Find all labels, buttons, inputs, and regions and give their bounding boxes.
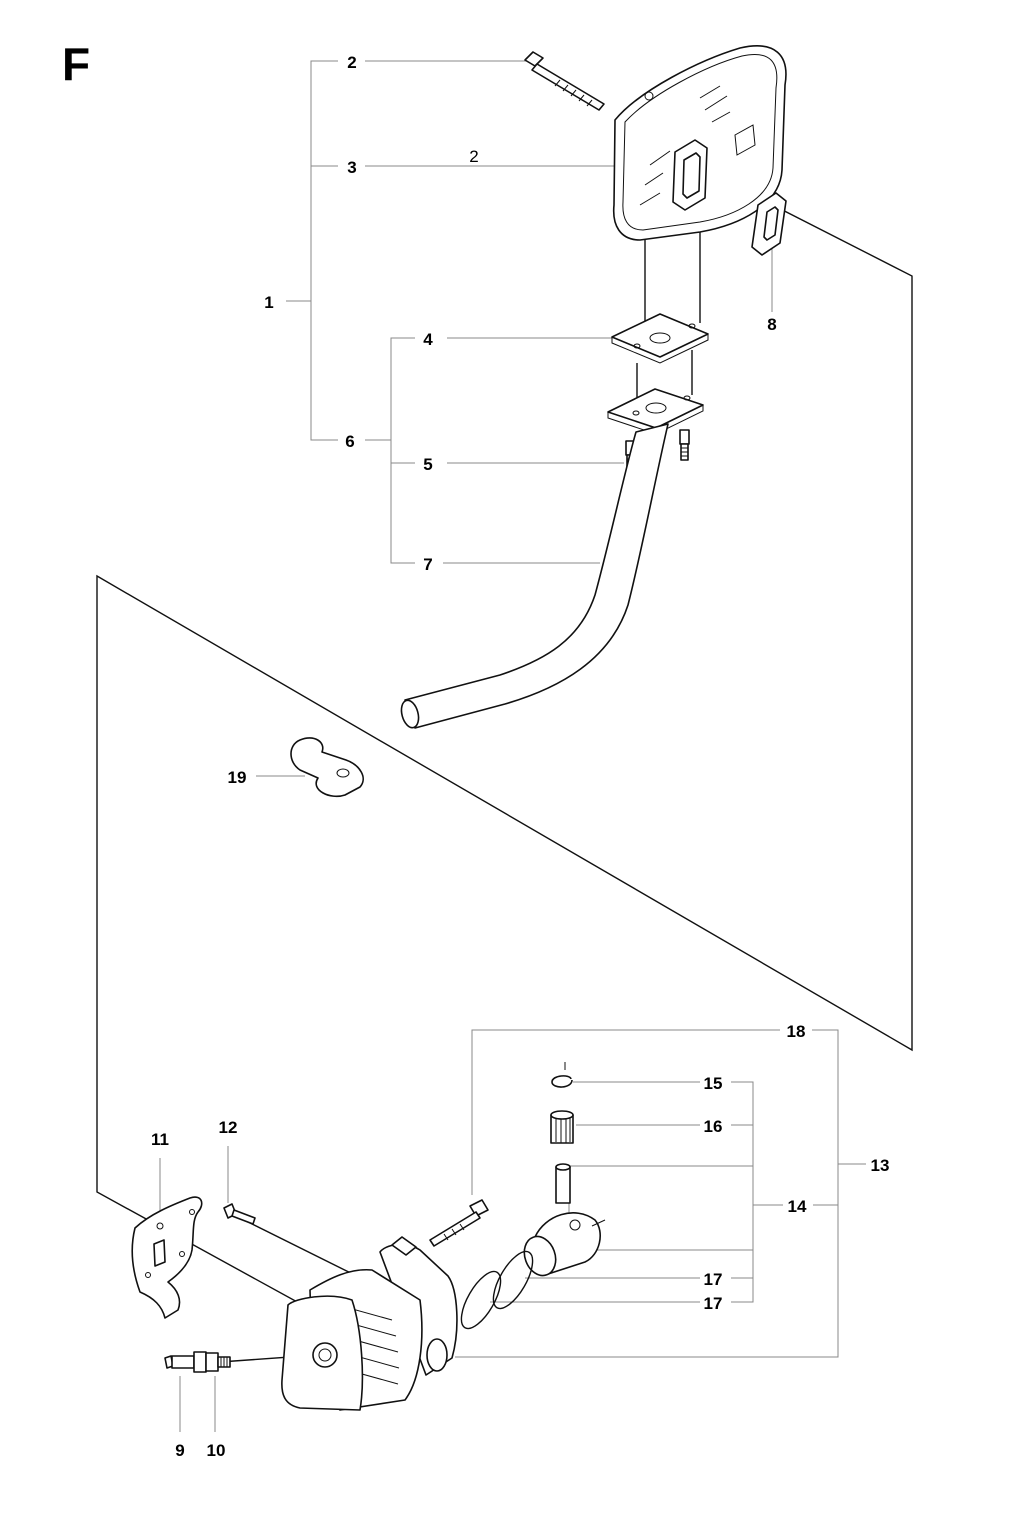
callout-11: 11 bbox=[151, 1130, 169, 1149]
clamp-icon bbox=[290, 737, 364, 797]
callout-9: 9 bbox=[175, 1441, 184, 1460]
callout-16: 16 bbox=[704, 1117, 723, 1136]
callout-14: 14 bbox=[788, 1197, 807, 1216]
callout-19: 19 bbox=[228, 768, 247, 787]
assembly-boundary bbox=[96, 169, 913, 1363]
callout-3: 3 bbox=[347, 158, 356, 177]
cylinder-icon bbox=[281, 1236, 458, 1411]
callout-18: 18 bbox=[787, 1022, 806, 1041]
callout-1: 1 bbox=[264, 293, 273, 312]
piston-pin-icon bbox=[555, 1163, 571, 1204]
gasket-icon bbox=[751, 192, 787, 256]
callout-2: 2 bbox=[347, 53, 356, 72]
callout-8: 8 bbox=[767, 315, 776, 334]
heat-shield-icon bbox=[131, 1196, 203, 1319]
callout-7: 7 bbox=[423, 555, 432, 574]
callout-10: 10 bbox=[207, 1441, 226, 1460]
inline-note: 2 bbox=[469, 147, 478, 166]
callout-12: 12 bbox=[219, 1118, 238, 1137]
leader-lines bbox=[159, 60, 866, 1432]
exhaust-pipe-icon bbox=[400, 423, 669, 729]
callout-4: 4 bbox=[423, 330, 433, 349]
spark-plug-icon bbox=[164, 1351, 231, 1373]
callout-5: 5 bbox=[423, 455, 432, 474]
callout-15: 15 bbox=[704, 1074, 723, 1093]
callout-17b: 17 bbox=[704, 1294, 723, 1313]
circlip-icon bbox=[551, 1062, 573, 1088]
plate-icon bbox=[611, 313, 709, 364]
section-letter: F bbox=[62, 38, 90, 90]
piston-ring-icon bbox=[460, 1250, 534, 1330]
callout-labels: 1 2 3 2 4 5 6 7 8 9 10 11 12 13 14 15 16… bbox=[151, 53, 889, 1460]
screw-icon bbox=[524, 51, 605, 111]
callout-13: 13 bbox=[871, 1156, 890, 1175]
callout-6: 6 bbox=[345, 432, 354, 451]
bearing-icon bbox=[550, 1110, 574, 1144]
callout-17a: 17 bbox=[704, 1270, 723, 1289]
screw-icon bbox=[223, 1203, 256, 1225]
muffler-icon bbox=[612, 45, 787, 241]
screw-icon bbox=[429, 1199, 489, 1247]
screw-icon bbox=[679, 429, 690, 461]
